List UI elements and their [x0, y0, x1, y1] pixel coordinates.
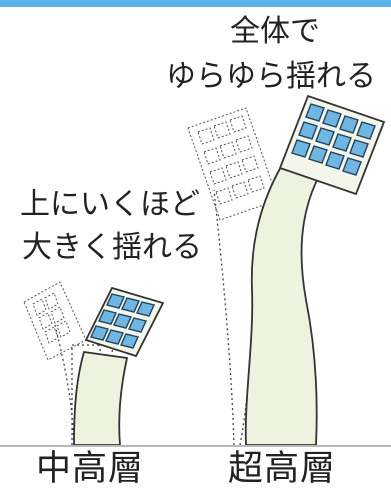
super-tall-windows [291, 103, 376, 176]
mid-rise-windows [90, 293, 155, 349]
mid-rise-top-block [84, 286, 165, 358]
mid-rise-label-line1: 上にいくほど [20, 187, 200, 222]
top-accent-bar [0, 0, 391, 7]
ground-line [0, 445, 391, 447]
mid-rise-ghost-windows [23, 281, 87, 361]
mid-rise-building [73, 351, 129, 446]
super-tall-caption: 超高層 [228, 449, 337, 489]
super-tall-label-line2: ゆらゆら揺れる [166, 59, 376, 94]
mid-rise-label-line2: 大きく揺れる [22, 230, 202, 265]
super-tall-ghost-windows [187, 107, 279, 221]
mid-rise-caption: 中高層 [36, 449, 145, 489]
super-tall-top-block [278, 94, 386, 196]
super-tall-label-line1: 全体で [230, 14, 320, 49]
